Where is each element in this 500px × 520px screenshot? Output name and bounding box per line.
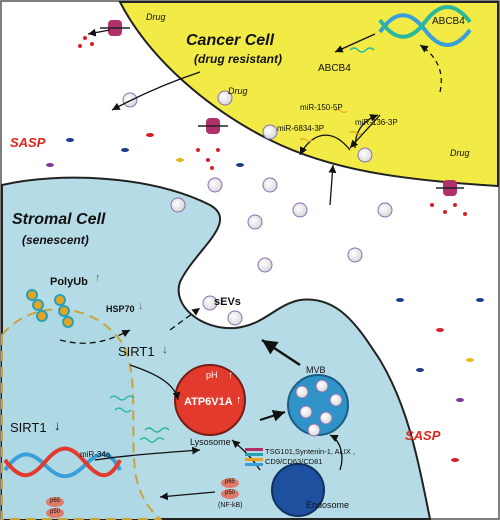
mir150-label: miR-150-5P: [300, 103, 343, 112]
abcb4-gene-label: ABCB4: [432, 16, 465, 27]
ph-up-arrow-icon: ↑: [228, 370, 233, 381]
p50-label-right: p50: [225, 490, 236, 496]
endosome: [271, 463, 325, 517]
sirt1-label-top: SIRT1: [118, 344, 155, 359]
abcb4-mrna-label: ABCB4: [318, 63, 351, 74]
sirt1-label-bottom: SIRT1: [10, 420, 47, 435]
p65-label-right: p65: [225, 479, 236, 485]
mir6834-label: miR-6834-3P: [277, 124, 325, 133]
p50-oval-left: [46, 508, 64, 518]
polyub-up-arrow-icon: ↑: [95, 272, 101, 284]
p65-oval-right: [221, 478, 239, 488]
dna-helix-bottom: [3, 446, 122, 479]
marker-stack: [245, 448, 263, 466]
mirna-squiggles: [299, 108, 363, 143]
sasp-label-left: SASP: [10, 135, 46, 150]
drug-pump-mid: [198, 118, 228, 134]
cancer-cell-title: Cancer Cell: [186, 32, 275, 49]
dna-helix-top: [378, 5, 472, 47]
drug-pump-top: [100, 20, 130, 36]
drug-label-mid: Drug: [228, 86, 248, 96]
cancer-cell-body: [118, 1, 499, 188]
drug-pump-right: [436, 180, 464, 196]
sev-vesicles: [122, 90, 393, 326]
sirt1-top-down-arrow-icon: ↓: [162, 342, 168, 356]
sirt1-bottom-down-arrow-icon: ↓: [54, 418, 61, 433]
p65-label-left: p65: [50, 498, 61, 504]
p50-label-left: p50: [50, 509, 61, 515]
pathway-arrows: [59, 28, 442, 501]
polyub-chains: [26, 289, 74, 328]
lysosome: [174, 364, 246, 436]
mir34a-label: miR-34a: [80, 450, 111, 459]
endosome-label: Endosome: [306, 500, 350, 510]
sasp-label-right: SASP: [405, 428, 441, 443]
stromal-cell-subtitle: (senescent): [22, 233, 89, 247]
drug-label-top: Drug: [146, 12, 166, 22]
sevs-label: sEVs: [214, 296, 241, 308]
ph-label: pH: [206, 370, 218, 380]
mvb-label: MVB: [306, 365, 326, 375]
nfkb-label: (NF-kB): [218, 502, 243, 509]
stromal-cell-title: Stromal Cell: [12, 211, 106, 228]
cancer-cell-subtitle: (drug resistant): [194, 52, 283, 66]
atp6v1a-up-arrow-icon: ↑: [236, 394, 242, 406]
mvb-vesicles: [295, 379, 343, 437]
markers-label-1: TSG101,Syntenin-1, ALIX ,: [265, 447, 356, 456]
polyub-label: PolyUb: [50, 276, 88, 288]
drug-label-right: Drug: [450, 148, 470, 158]
sasp-particles: [46, 133, 484, 462]
lysosome-label: Lysosome: [190, 437, 231, 447]
mir136-label: miR-136-3P: [355, 118, 398, 127]
p65-oval-left: [46, 497, 64, 507]
markers-label-2: CD9/CD63/CD81: [265, 457, 323, 466]
mrna-squiggles: [109, 47, 375, 443]
hsp70-label: HSP70: [106, 304, 135, 314]
p50-oval-right: [221, 489, 239, 499]
hsp70-down-arrow-icon: ↓: [138, 300, 144, 312]
drug-particles: [78, 36, 467, 216]
atp6v1a-label: ATP6V1A: [184, 396, 233, 408]
